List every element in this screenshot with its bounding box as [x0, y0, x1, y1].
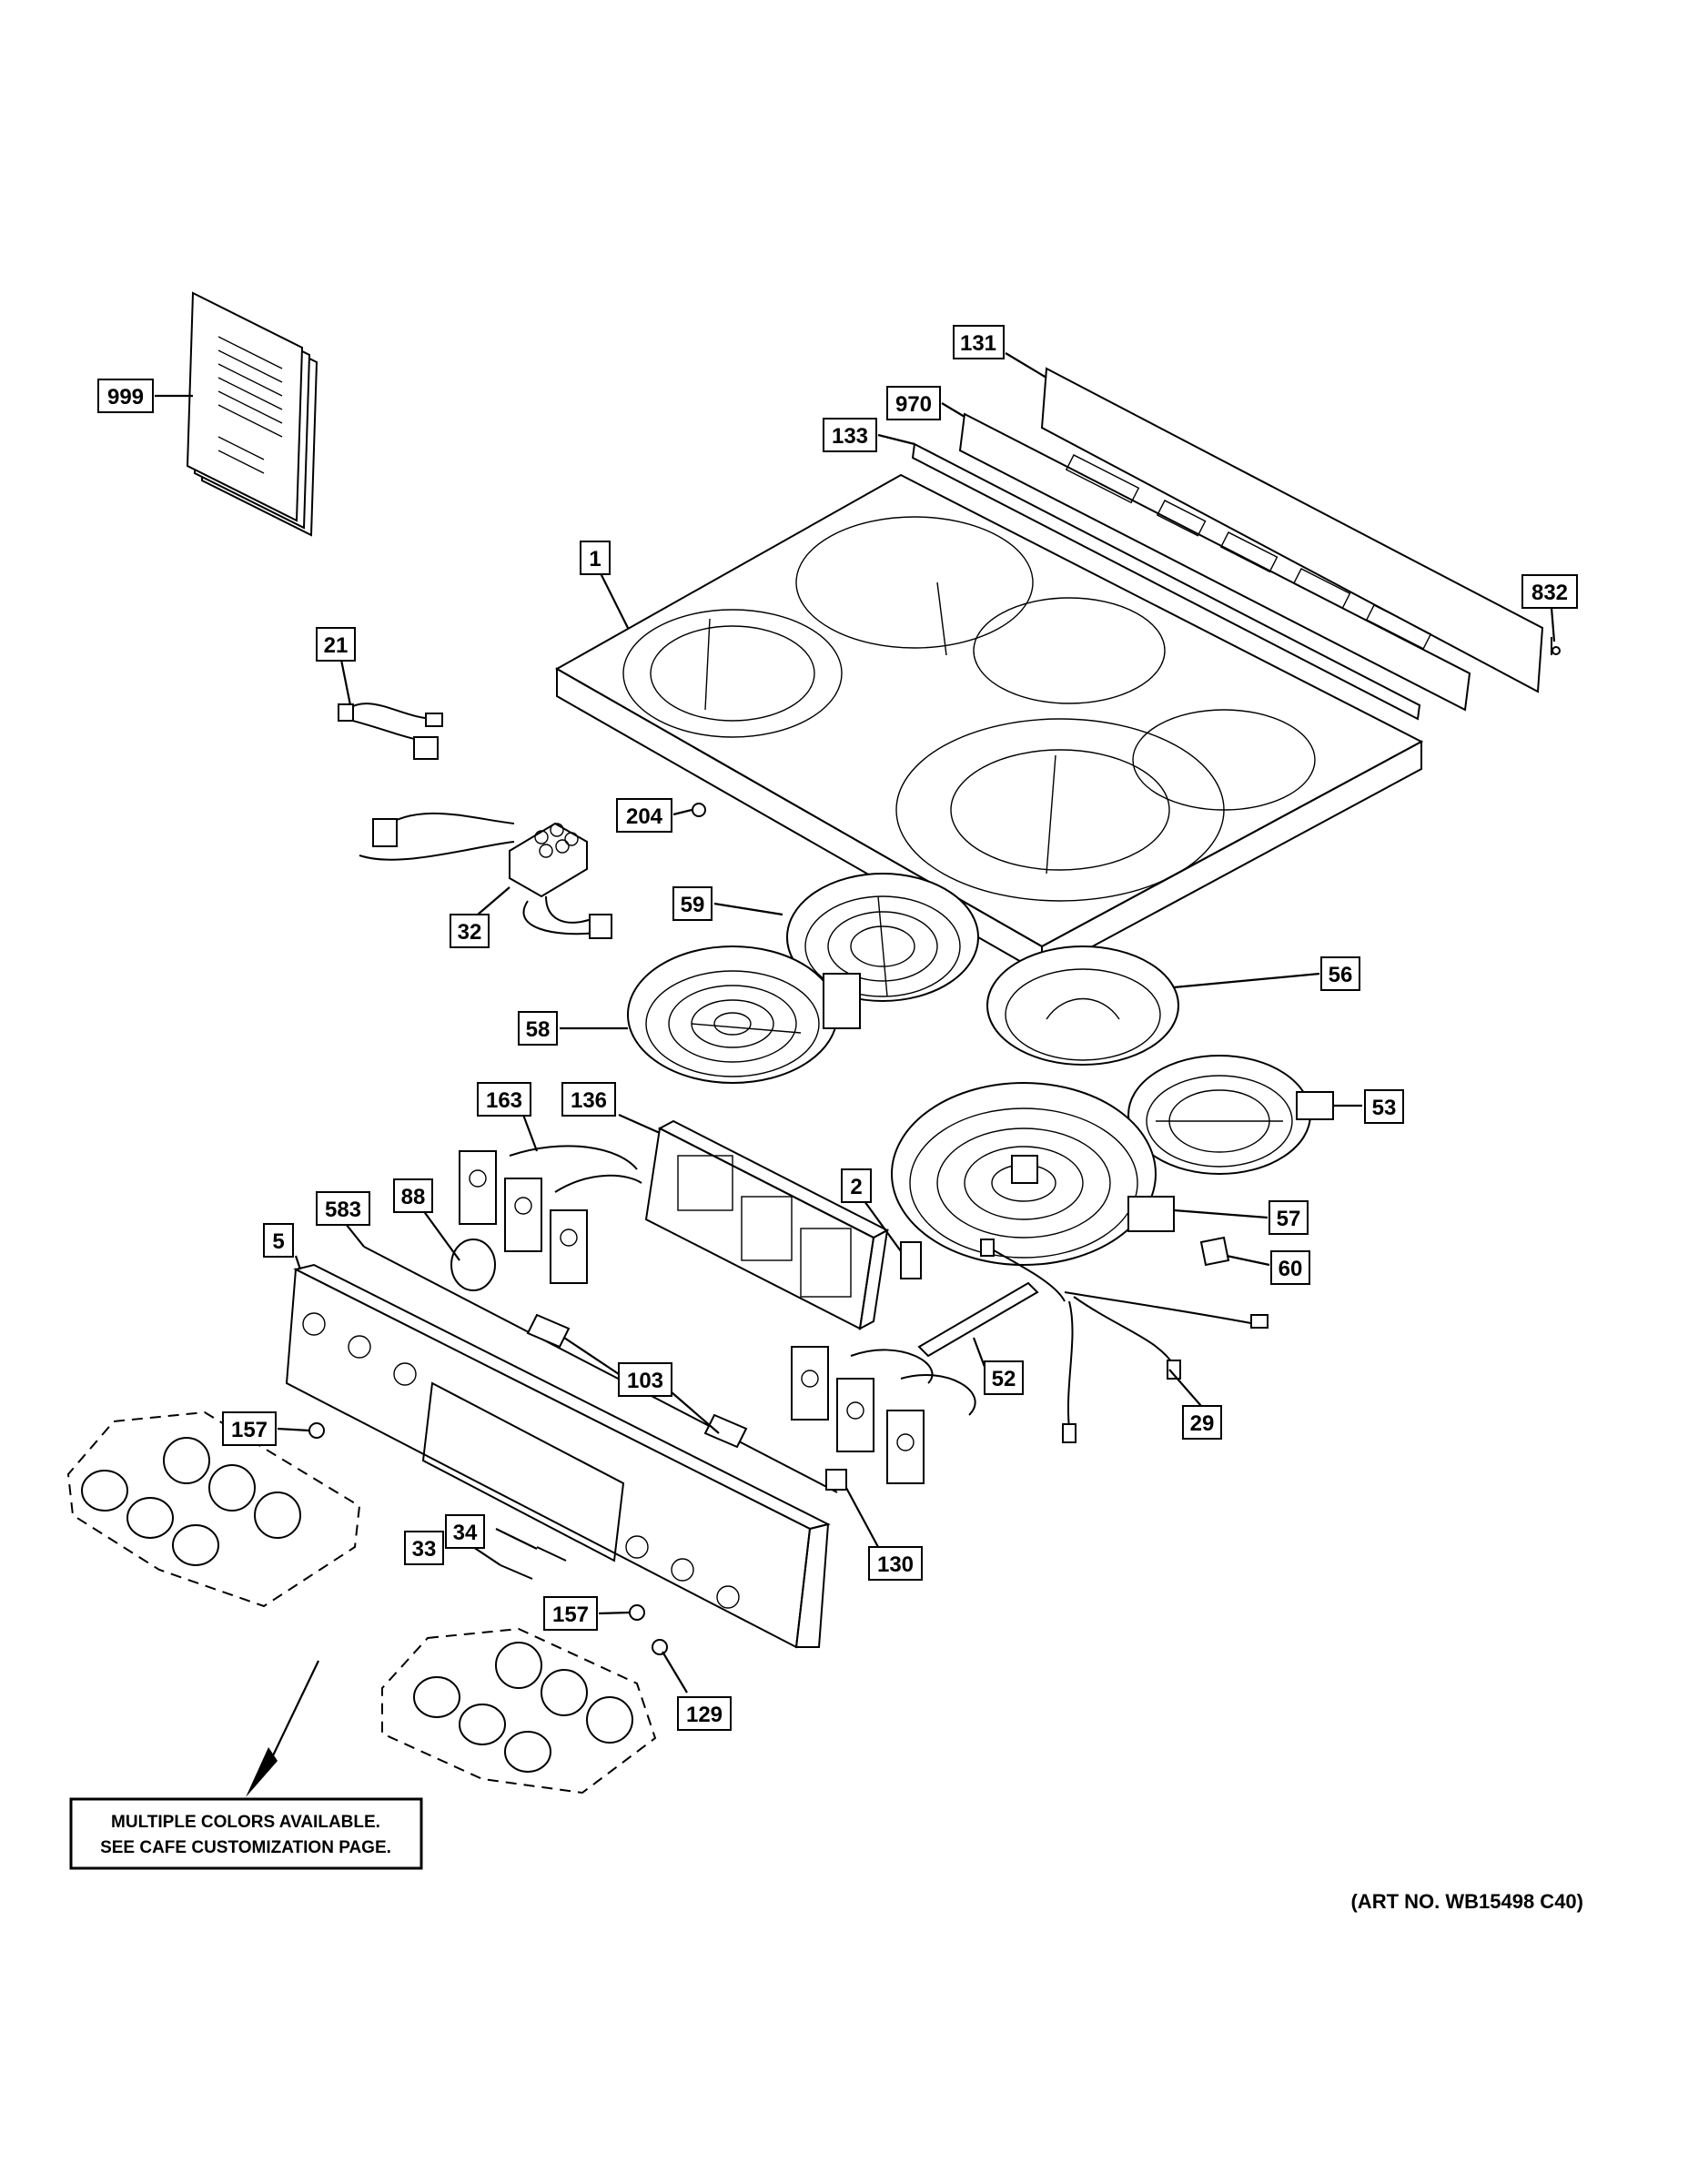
part-wire-harness-21	[338, 703, 443, 760]
svg-text:32: 32	[458, 920, 482, 945]
svg-text:34: 34	[453, 1521, 478, 1545]
part-knob-set-upper	[66, 1410, 361, 1608]
callout-999: 999	[97, 379, 154, 413]
callout-163: 163	[477, 1082, 531, 1117]
part-part-129	[652, 1639, 668, 1655]
callout-58: 58	[518, 1011, 558, 1046]
callout-204: 204	[616, 798, 672, 833]
part-part-60	[1199, 1236, 1230, 1267]
svg-text:58: 58	[526, 1017, 551, 1042]
callout-21: 21	[316, 627, 356, 662]
callout-832: 832	[1521, 574, 1578, 609]
part-terminal-block-32	[359, 812, 612, 939]
callout-2: 2	[841, 1168, 872, 1203]
callout-5: 5	[263, 1223, 294, 1258]
svg-text:832: 832	[1531, 581, 1568, 605]
note-box: MULTIPLE COLORS AVAILABLE. SEE CAFE CUST…	[69, 1797, 423, 1870]
part-part-130	[825, 1469, 847, 1491]
svg-text:21: 21	[324, 633, 349, 658]
callout-29: 29	[1182, 1405, 1222, 1440]
callout-130: 130	[868, 1546, 923, 1581]
callout-1: 1	[580, 541, 611, 575]
svg-text:133: 133	[832, 424, 868, 449]
part-radiant-element-53	[1127, 1055, 1334, 1175]
part-radiant-element-56	[986, 945, 1179, 1066]
part-infinite-switches-lower	[791, 1346, 976, 1484]
callout-103: 103	[618, 1362, 672, 1397]
svg-text:57: 57	[1277, 1207, 1301, 1231]
callout-33: 33	[404, 1531, 444, 1565]
callout-59: 59	[672, 886, 713, 921]
part-bracket-52	[917, 1281, 1039, 1358]
svg-text:970: 970	[895, 392, 932, 417]
svg-text:88: 88	[401, 1185, 426, 1209]
svg-text:131: 131	[960, 331, 996, 356]
svg-text:60: 60	[1279, 1257, 1303, 1281]
callout-129: 129	[677, 1696, 732, 1731]
svg-text:130: 130	[877, 1552, 914, 1577]
svg-text:29: 29	[1190, 1411, 1215, 1436]
part-nut-157-a	[308, 1422, 325, 1439]
part-screw-33	[500, 1564, 533, 1580]
part-radiant-element-58	[627, 945, 861, 1084]
svg-text:136: 136	[571, 1088, 607, 1113]
part-knob-set-lower	[381, 1627, 657, 1795]
part-screw-34	[536, 1546, 567, 1562]
part-control-board-136	[644, 1119, 890, 1330]
part-rear-trim	[911, 367, 1561, 721]
svg-text:5: 5	[272, 1229, 284, 1254]
svg-text:56: 56	[1329, 963, 1353, 987]
svg-text:103: 103	[627, 1369, 663, 1393]
callout-32: 32	[450, 914, 490, 948]
svg-text:163: 163	[486, 1088, 522, 1113]
callout-52: 52	[984, 1360, 1024, 1395]
callout-57: 57	[1269, 1200, 1309, 1235]
callout-131: 131	[953, 325, 1005, 359]
part-wire-harness-29	[980, 1239, 1269, 1443]
note-line-2: SEE CAFE CUSTOMIZATION PAGE.	[100, 1838, 391, 1857]
callout-34: 34	[445, 1514, 485, 1549]
note-line-1: MULTIPLE COLORS AVAILABLE.	[111, 1813, 380, 1832]
art-number: (ART NO. WB15498 C40)	[1350, 1890, 1583, 1913]
callout-133: 133	[823, 418, 877, 452]
svg-text:52: 52	[992, 1367, 1016, 1391]
part-radiant-element-57	[891, 1082, 1175, 1266]
svg-text:53: 53	[1372, 1096, 1397, 1120]
svg-text:999: 999	[107, 385, 144, 410]
callout-56: 56	[1320, 956, 1360, 991]
part-radiant-element-59	[786, 873, 979, 1002]
svg-text:1: 1	[589, 547, 601, 571]
svg-text:157: 157	[231, 1418, 268, 1442]
callout-136: 136	[561, 1082, 616, 1117]
svg-text:2: 2	[850, 1175, 862, 1199]
svg-text:204: 204	[626, 804, 663, 829]
note-arrow	[246, 1747, 278, 1797]
callout-53: 53	[1364, 1089, 1404, 1124]
part-infinite-switches-163	[459, 1145, 642, 1284]
part-glass-cooktop	[554, 473, 1424, 976]
part-screw-204	[692, 803, 706, 817]
part-nut-157-b	[629, 1604, 645, 1621]
svg-text:59: 59	[681, 893, 705, 917]
callout-60: 60	[1270, 1250, 1310, 1285]
callout-583: 583	[316, 1191, 370, 1226]
part-part-2	[900, 1241, 922, 1279]
svg-text:129: 129	[686, 1703, 723, 1727]
callout-157-lower: 157	[543, 1596, 598, 1631]
part-manual-booklet	[186, 291, 318, 537]
callout-970: 970	[886, 386, 941, 420]
svg-text:583: 583	[325, 1198, 361, 1222]
callout-157-upper: 157	[222, 1411, 277, 1446]
svg-text:33: 33	[412, 1537, 437, 1562]
part-disc-88	[450, 1239, 496, 1291]
part-brackets-103	[526, 1313, 748, 1449]
part-control-panel-5	[285, 1246, 838, 1649]
svg-text:157: 157	[552, 1603, 589, 1627]
callout-88: 88	[393, 1178, 433, 1213]
